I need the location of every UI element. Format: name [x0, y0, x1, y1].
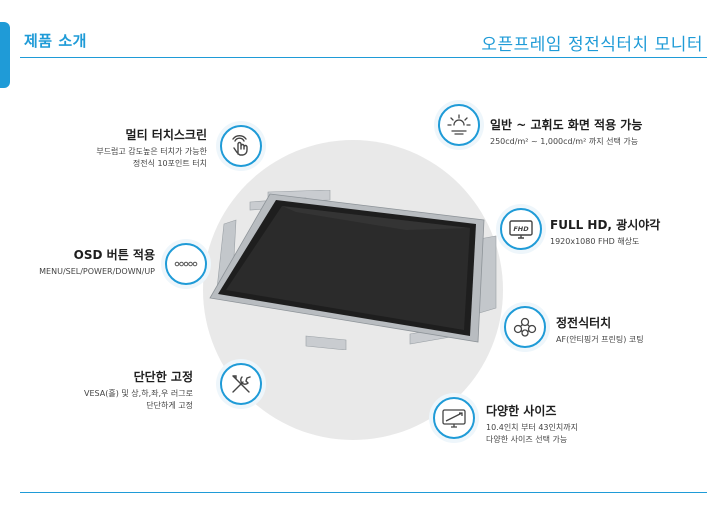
fullhd-desc: 1920x1080 FHD 해상도: [550, 237, 640, 246]
tools-icon: [232, 375, 251, 393]
page-section-title: 제품 소개: [24, 32, 87, 50]
side-tab-marker: [0, 22, 10, 88]
feature-capacitive: 정전식터치 AF(안티핑거 프린팅) 코팅: [556, 314, 644, 346]
fixing-badge: [220, 363, 262, 405]
fhd-monitor-icon: FHD: [509, 220, 533, 239]
sun-icon: [447, 114, 471, 135]
osd-badge: [165, 243, 207, 285]
monitor-size-icon: [442, 409, 466, 428]
sizes-badge: [433, 397, 475, 439]
feature-fullhd: FULL HD, 광시야각 1920x1080 FHD 해상도: [550, 216, 660, 248]
circuit-icon: [513, 317, 537, 337]
osd-title: OSD 버튼 적용: [73, 248, 155, 262]
multitouch-desc-1: 부드럽고 감도높은 터치가 가능한: [96, 147, 207, 156]
feature-multitouch: 멀티 터치스크린 부드럽고 감도높은 터치가 가능한 정전식 10포인트 터치: [96, 126, 207, 170]
capacitive-title: 정전식터치: [556, 316, 612, 330]
multitouch-badge: [220, 125, 262, 167]
open-frame-monitor-image: [209, 190, 497, 350]
sizes-desc-2: 다양한 사이즈 선택 가능: [486, 435, 568, 444]
brightness-desc: 250cd/m² ~ 1,000cd/m² 까지 선택 가능: [490, 137, 639, 146]
fullhd-badge: FHD: [500, 208, 542, 250]
multitouch-title: 멀티 터치스크린: [125, 128, 207, 142]
osd-buttons-icon: [174, 261, 198, 267]
fullhd-title: FULL HD, 광시야각: [550, 218, 661, 232]
product-title: 오픈프레임 정전식터치 모니터: [481, 35, 703, 55]
sizes-desc-1: 10.4인치 부터 43인치까지: [486, 423, 578, 432]
header-divider: [20, 57, 707, 58]
capacitive-desc: AF(안티핑거 프린팅) 코팅: [556, 335, 644, 344]
brightness-badge: [438, 104, 480, 146]
feature-brightness: 일반 ~ 고휘도 화면 적용 가능 250cd/m² ~ 1,000cd/m² …: [490, 116, 642, 148]
sizes-title: 다양한 사이즈: [486, 404, 557, 418]
feature-sizes: 다양한 사이즈 10.4인치 부터 43인치까지 다양한 사이즈 선택 가능: [486, 402, 578, 446]
multitouch-desc-2: 정전식 10포인트 터치: [132, 159, 207, 168]
osd-desc: MENU/SEL/POWER/DOWN/UP: [39, 267, 155, 276]
hand-touch-icon: [232, 135, 248, 156]
fixing-desc-1: VESA(홀) 및 상,하,좌,우 러그로: [84, 389, 193, 398]
fixing-title: 단단한 고정: [133, 370, 193, 384]
feature-fixing: 단단한 고정 VESA(홀) 및 상,하,좌,우 러그로 단단하게 고정: [84, 368, 193, 412]
brightness-title: 일반 ~ 고휘도 화면 적용 가능: [490, 118, 643, 132]
feature-osd: OSD 버튼 적용 MENU/SEL/POWER/DOWN/UP: [39, 246, 155, 278]
fixing-desc-2: 단단하게 고정: [146, 401, 193, 410]
footer-divider: [20, 492, 707, 493]
capacitive-badge: [504, 306, 546, 348]
fhd-icon-text: FHD: [513, 225, 529, 233]
